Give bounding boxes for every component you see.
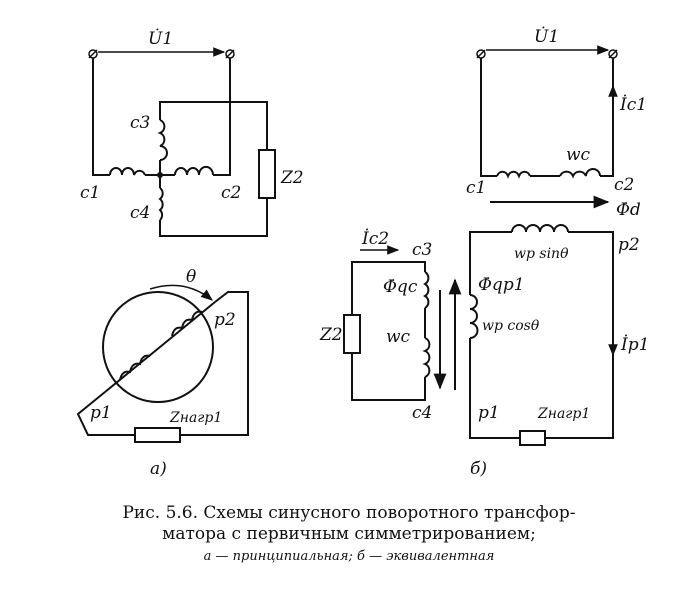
label-phiqp1: Φ̇qp1 <box>478 275 525 295</box>
sublabel-b: б) <box>470 459 487 479</box>
coil-b-wpcos <box>469 294 479 339</box>
voltage-label-b: U̇1 <box>534 27 559 47</box>
resistor-zload-a <box>134 427 181 443</box>
rotor-coil-lower <box>119 354 151 381</box>
label-c3: c3 <box>130 113 150 133</box>
label-b-p1: p1 <box>478 403 500 423</box>
caption-line-1: Рис. 5.6. Схемы синусного поворотного тр… <box>122 503 576 523</box>
label-b-c2: c2 <box>614 175 634 195</box>
rotor-schematic: θ p1 p2 Zнагр1 а) <box>76 267 249 479</box>
label-b-c4: c4 <box>412 403 432 423</box>
label-wpsin: wp sinθ <box>514 246 569 262</box>
label-wpcos: wp cosθ <box>482 318 540 334</box>
rotor-coil-upper <box>171 310 203 337</box>
theta-arc <box>149 284 213 301</box>
resistor-zload-b <box>519 430 546 446</box>
label-b-c3: c3 <box>412 240 432 260</box>
label-c1: c1 <box>80 183 100 203</box>
label-ic2: İc2 <box>361 228 389 249</box>
label-p2-a: p2 <box>214 310 236 330</box>
coil-c1 <box>109 167 146 176</box>
caption-line-2: матора с первичным симметрированием; <box>162 524 536 544</box>
label-zload-a: Zнагр1 <box>169 410 222 426</box>
label-ic1: İc1 <box>619 94 647 115</box>
rotor-circle <box>102 291 214 403</box>
label-b-z2: Z2 <box>319 325 343 345</box>
sublabel-a: а) <box>150 459 167 479</box>
coil-c4 <box>158 187 164 221</box>
caption-legend: а — принципиальная; б — эквивалентная <box>203 549 495 564</box>
label-c4: c4 <box>130 203 150 223</box>
resistor-b-z2 <box>343 314 361 354</box>
voltage-label: U̇1 <box>148 29 173 49</box>
schematic-b-left: İc2 c3 c4 Φ̇qc wc Z2 <box>319 228 462 423</box>
label-c2: c2 <box>221 183 241 203</box>
resistor-z2 <box>258 149 276 199</box>
label-ip1: İp1 <box>620 334 649 355</box>
label-b-c1: c1 <box>466 178 486 198</box>
coil-c3 <box>157 119 168 161</box>
caption-main: Рис. 5.6. Схемы синусного поворотного тр… <box>0 503 698 545</box>
coil-b-c4 <box>422 337 431 378</box>
label-b-p2: p2 <box>618 235 640 255</box>
schematic-b-right: İp1 wp sinθ p2 Φ̇qp1 wp cosθ p1 Zнагр1 б… <box>469 224 649 479</box>
coil-b-wc <box>559 168 601 179</box>
figure-caption: Рис. 5.6. Схемы синусного поворотного тр… <box>0 503 698 567</box>
label-b-wc-mid: wc <box>386 327 411 347</box>
coil-c2 <box>174 165 214 176</box>
coil-b-c1 <box>496 170 531 179</box>
label-b-wc-top: wc <box>566 145 591 165</box>
label-phid: Φ̇d <box>616 200 641 220</box>
coil-b-wpsin <box>511 224 569 233</box>
label-zload-b: Zнагр1 <box>537 406 590 422</box>
label-p1-a: p1 <box>90 403 112 423</box>
coil-b-c3 <box>423 271 430 309</box>
schematic-b-top: U̇1 İc1 c1 c2 wc Φ̇d <box>466 27 647 220</box>
schematic-a: U̇1 c1 c2 c3 c4 Z2 <box>80 29 304 237</box>
label-phiqc: Φ̇qc <box>383 277 418 297</box>
label-z2: Z2 <box>280 168 304 188</box>
label-theta: θ <box>186 267 196 287</box>
